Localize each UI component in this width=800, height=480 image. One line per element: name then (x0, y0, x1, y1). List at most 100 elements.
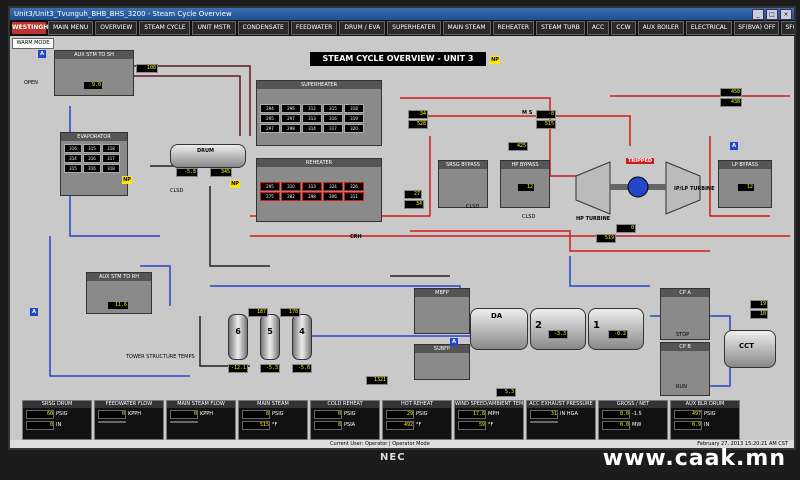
valve-state: CLSD (170, 188, 184, 194)
summary-unit: PSIG (704, 411, 716, 417)
drum-pressure: 345 (210, 168, 232, 177)
cp-a-panel[interactable]: CP A (660, 288, 710, 340)
nav-condensate[interactable]: CONDENSATE (237, 21, 289, 35)
rh-temp: 282 (281, 192, 301, 201)
mbfp-panel[interactable]: MBFP (414, 288, 470, 334)
srsg-bypass-panel[interactable]: SRSG BYPASS (438, 160, 488, 208)
da-tank-2[interactable]: 2 (530, 308, 586, 350)
nav-steam-turb[interactable]: STEAM TURB (536, 21, 585, 35)
hp-turbine-shape (575, 161, 611, 215)
minimize-icon[interactable]: _ (752, 9, 764, 20)
subfp-panel[interactable]: SUBFP (414, 344, 470, 380)
nav-main-steam[interactable]: MAIN STEAM (442, 21, 491, 35)
da-tank[interactable]: DA (470, 308, 528, 350)
tank-number: 2 (535, 320, 542, 331)
summary-title: WIND SPEED/AMBIENT TEMP (455, 401, 523, 408)
steam-pipe (120, 65, 251, 136)
evaporator-label: EVAPORATOR (61, 133, 127, 141)
sh-temp: 316 (323, 114, 343, 123)
nav-steam-cycle[interactable]: STEAM CYCLE (139, 21, 191, 35)
sh-temp: 315 (323, 104, 343, 113)
da-2-level: -3.3 (548, 330, 568, 339)
nav-ccw[interactable]: CCW (611, 21, 636, 35)
rh-temp: 313 (302, 182, 322, 191)
evap-temp: 318 (102, 164, 120, 173)
heater-number: 5 (267, 327, 273, 336)
fw-heater-4[interactable]: 4 (292, 314, 312, 360)
summary-title: AUX BLR DRUM (671, 401, 739, 408)
sf-bva-status[interactable]: SF(BVA) OFF (734, 21, 780, 35)
nav-overview[interactable]: OVERVIEW (95, 21, 138, 35)
maximize-icon[interactable]: □ (766, 9, 778, 20)
summary-title: ACC EXHAUST PRESSURE (527, 401, 595, 408)
summary-value: 0.0 (602, 421, 630, 430)
summary-value: 0 (26, 421, 54, 430)
rh-temp: 326 (344, 182, 364, 191)
summary-unit: PSIG (56, 411, 68, 417)
evap-temp: 318 (102, 144, 120, 153)
summary-value: 0 (98, 410, 126, 419)
summary-unit: KPPH (200, 411, 214, 417)
turbine-train[interactable] (570, 158, 710, 218)
nav-bar: WESTINGHOUSE MAIN MENU OVERVIEW STEAM CY… (10, 20, 794, 36)
sh-temp: 313 (302, 114, 322, 123)
valve-state: CLSD (522, 214, 536, 220)
summary-title: HOT REHEAT (383, 401, 451, 408)
nav-reheater[interactable]: REHEATER (492, 21, 535, 35)
summary-row (170, 421, 232, 423)
condensate-pipe (569, 256, 650, 287)
nav-main-menu[interactable]: MAIN MENU (48, 21, 94, 35)
fw-heater-6[interactable]: 6 (228, 314, 248, 360)
hp-bypass-panel[interactable]: HP BYPASS 12 (500, 160, 550, 208)
superheater-panel[interactable]: SUPERHEATER (256, 80, 382, 146)
rh-temp: 298 (302, 192, 322, 201)
auto-tag[interactable]: A (30, 308, 38, 316)
nav-unit-mstr[interactable]: UNIT MSTR (192, 21, 236, 35)
aux-stm-rh-panel[interactable]: AUX STM TO RH 11.6 (86, 272, 152, 314)
auto-tag[interactable]: A (450, 338, 458, 346)
tower-temps-label: TOWER STRUCTURE TEMPS (126, 354, 195, 360)
close-icon[interactable]: × (780, 9, 792, 20)
cct-tank[interactable]: CCT (724, 330, 776, 368)
summary-unit: MW (632, 422, 642, 428)
drum-level: -5.8 (176, 168, 198, 177)
nav-drum-eva[interactable]: DRUM / EVA (339, 21, 386, 35)
nav-electrical[interactable]: ELECTRICAL (685, 21, 733, 35)
np-tag[interactable]: NP (490, 56, 500, 64)
nav-acc[interactable]: ACC (586, 21, 610, 35)
sf-sh-status[interactable]: SF(SH) OFF (781, 21, 794, 35)
drum-vessel[interactable]: DRUM (170, 144, 246, 168)
aux-stm-sh-flow: 9.0 (83, 81, 103, 90)
lp-bypass-panel[interactable]: LP BYPASS 12 (718, 160, 772, 208)
summary-row (98, 421, 160, 423)
rh-temp: 295 (260, 182, 280, 191)
cp-b-panel[interactable]: CP B (660, 342, 710, 396)
nav-superheater[interactable]: SUPERHEATER (387, 21, 441, 35)
nav-feedwater[interactable]: FEEDWATER (290, 21, 338, 35)
np-tag[interactable]: NP (122, 176, 132, 184)
hp-exhaust-temp: 519 (596, 234, 616, 243)
fw-heater-5[interactable]: 5 (260, 314, 280, 360)
auto-tag[interactable]: A (730, 142, 738, 150)
nav-aux-boiler[interactable]: AUX BOILER (637, 21, 684, 35)
rh-temp: 324 (323, 182, 343, 191)
da-tank-1[interactable]: 1 (588, 308, 644, 350)
ms-label: M S (522, 110, 533, 116)
auto-tag[interactable]: A (38, 50, 46, 58)
aux-stm-sh-panel[interactable]: AUX STM TO SH 9.0 (54, 50, 134, 96)
np-tag[interactable]: NP (230, 180, 240, 188)
